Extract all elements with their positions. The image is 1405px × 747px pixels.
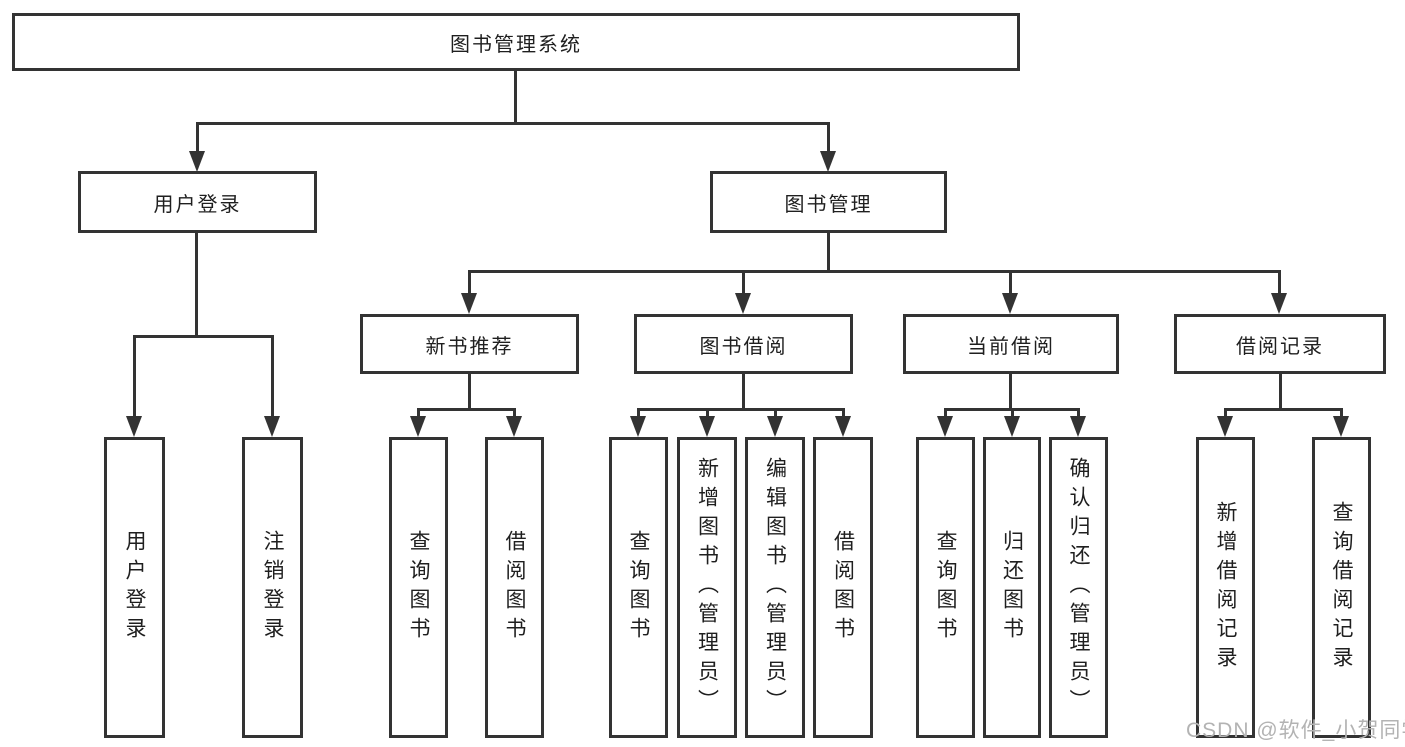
arrowhead-leaf-borrow-book-2 xyxy=(835,416,851,437)
node-leaf-query-record: 查询借阅记录 xyxy=(1312,437,1371,738)
connector-to-current-borrow xyxy=(1009,270,1012,296)
arrowhead-leaf-query-book-1 xyxy=(410,416,426,437)
node-user-login: 用户登录 xyxy=(78,171,317,233)
arrowhead-leaf-confirm-return xyxy=(1070,416,1086,437)
arrowhead-leaf-query-record xyxy=(1333,416,1349,437)
connector-to-leaf-query-book-2 xyxy=(637,408,640,420)
node-leaf-borrow-book-2-label: 借阅图书 xyxy=(831,529,855,646)
node-leaf-return-book-label: 归还图书 xyxy=(1000,529,1024,646)
connector-to-new-book-rec xyxy=(468,270,471,296)
node-leaf-return-book: 归还图书 xyxy=(983,437,1041,738)
node-leaf-user-login-label: 用户登录 xyxy=(123,529,146,646)
arrowhead-leaf-borrow-book-1 xyxy=(506,416,522,437)
node-leaf-add-book: 新增图书（管理员） xyxy=(677,437,737,738)
connector-to-leaf-borrow-book-1 xyxy=(513,408,516,420)
connector-borrow-record-stem xyxy=(1279,374,1282,411)
arrowhead-borrow-record xyxy=(1271,293,1287,314)
connector-to-leaf-query-book-1 xyxy=(417,408,420,420)
arrowhead-leaf-edit-book xyxy=(767,416,783,437)
node-book-mgmt-label: 图书管理 xyxy=(784,193,873,216)
arrowhead-leaf-return-book xyxy=(1004,416,1020,437)
node-leaf-borrow-book-1: 借阅图书 xyxy=(485,437,544,738)
arrowhead-book-mgmt xyxy=(820,151,836,172)
node-leaf-add-book-label: 新增图书（管理员） xyxy=(695,457,719,718)
node-borrow-record: 借阅记录 xyxy=(1174,314,1386,374)
node-leaf-borrow-book-2: 借阅图书 xyxy=(813,437,873,738)
connector-root-stem xyxy=(514,71,517,122)
node-root: 图书管理系统 xyxy=(12,13,1020,71)
connector-book-mgmt-stem xyxy=(827,233,830,273)
connector-user-login-bus xyxy=(133,335,273,338)
node-book-borrow: 图书借阅 xyxy=(634,314,853,374)
connector-to-leaf-logout xyxy=(271,335,274,419)
arrowhead-leaf-logout xyxy=(264,416,280,437)
connector-book-borrow-bus xyxy=(637,408,844,411)
arrowhead-leaf-add-book xyxy=(699,416,715,437)
connector-to-leaf-add-record xyxy=(1224,408,1227,420)
node-leaf-confirm-return: 确认归还（管理员） xyxy=(1049,437,1108,738)
node-current-borrow-label: 当前借阅 xyxy=(967,335,1055,358)
node-leaf-logout: 注销登录 xyxy=(242,437,303,738)
node-leaf-query-book-1: 查询图书 xyxy=(389,437,448,738)
node-root-label: 图书管理系统 xyxy=(450,33,582,56)
connector-to-leaf-return-book xyxy=(1011,408,1014,420)
node-current-borrow: 当前借阅 xyxy=(903,314,1119,374)
arrowhead-current-borrow xyxy=(1002,293,1018,314)
connector-to-leaf-add-book xyxy=(706,408,709,420)
arrowhead-leaf-query-book-2 xyxy=(630,416,646,437)
connector-book-mgmt-bus xyxy=(468,270,1281,273)
node-book-mgmt: 图书管理 xyxy=(710,171,947,233)
node-leaf-query-book-2-label: 查询图书 xyxy=(627,529,650,646)
watermark: CSDN @软件_小贺同学 xyxy=(1186,719,1405,742)
node-leaf-logout-label: 注销登录 xyxy=(261,529,284,646)
arrowhead-leaf-user-login xyxy=(126,416,142,437)
arrowhead-book-borrow xyxy=(735,293,751,314)
node-leaf-query-book-1-label: 查询图书 xyxy=(407,529,430,646)
node-user-login-label: 用户登录 xyxy=(153,193,242,216)
node-leaf-confirm-return-label: 确认归还（管理员） xyxy=(1067,457,1090,718)
node-book-borrow-label: 图书借阅 xyxy=(699,335,788,358)
connector-to-leaf-query-record xyxy=(1340,408,1343,420)
connector-to-leaf-user-login xyxy=(133,335,136,419)
connector-to-borrow-record xyxy=(1278,270,1281,296)
connector-borrow-record-bus xyxy=(1224,408,1342,411)
arrowhead-user-login xyxy=(189,151,205,172)
connector-to-book-mgmt xyxy=(827,122,830,154)
node-leaf-user-login: 用户登录 xyxy=(104,437,165,738)
connector-to-leaf-edit-book xyxy=(774,408,777,420)
connector-user-login-stem xyxy=(195,233,198,338)
connector-to-user-login xyxy=(196,122,199,154)
arrowhead-new-book-rec xyxy=(461,293,477,314)
connector-to-leaf-borrow-book-2 xyxy=(842,408,845,420)
connector-to-leaf-confirm-return xyxy=(1077,408,1080,420)
node-leaf-add-record-label: 新增借阅记录 xyxy=(1214,500,1237,675)
connector-to-leaf-query-book-3 xyxy=(944,408,947,420)
node-leaf-query-book-2: 查询图书 xyxy=(609,437,668,738)
arrowhead-leaf-add-record xyxy=(1217,416,1233,437)
node-leaf-borrow-book-1-label: 借阅图书 xyxy=(503,529,526,646)
connector-root-bus xyxy=(196,122,830,125)
node-new-book-rec: 新书推荐 xyxy=(360,314,579,374)
node-leaf-query-book-3: 查询图书 xyxy=(916,437,975,738)
arrowhead-leaf-query-book-3 xyxy=(937,416,953,437)
node-leaf-query-record-label: 查询借阅记录 xyxy=(1330,500,1353,675)
connector-book-borrow-stem xyxy=(742,374,745,411)
node-borrow-record-label: 借阅记录 xyxy=(1236,335,1324,358)
connector-to-book-borrow xyxy=(742,270,745,296)
connector-new-book-rec-bus xyxy=(417,408,515,411)
connector-new-book-rec-stem xyxy=(468,374,471,411)
node-leaf-edit-book: 编辑图书（管理员） xyxy=(745,437,805,738)
node-leaf-edit-book-label: 编辑图书（管理员） xyxy=(763,457,787,718)
node-leaf-add-record: 新增借阅记录 xyxy=(1196,437,1255,738)
connector-current-borrow-stem xyxy=(1009,374,1012,411)
node-leaf-query-book-3-label: 查询图书 xyxy=(934,529,957,646)
node-new-book-rec-label: 新书推荐 xyxy=(425,335,514,358)
